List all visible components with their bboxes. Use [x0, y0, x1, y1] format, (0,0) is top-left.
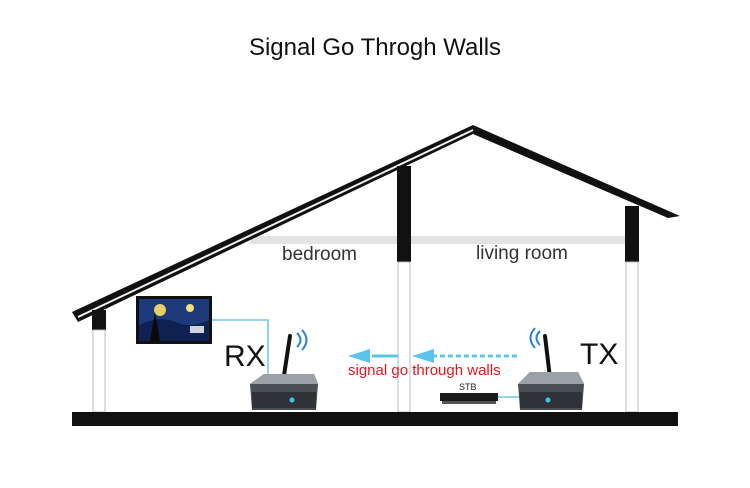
rx-device	[250, 334, 318, 410]
bedroom-label: bedroom	[282, 244, 357, 265]
rx-wave-1	[296, 332, 302, 348]
signal-arrow	[348, 349, 520, 363]
roof-highlight	[77, 129, 474, 318]
signal-caption: signal go through walls	[348, 362, 501, 379]
rx-label: RX	[224, 340, 266, 373]
tx-device	[518, 334, 584, 410]
left-wall-cap	[92, 310, 106, 330]
diagram-title: Signal Go Throgh Walls	[248, 34, 502, 61]
floor	[72, 412, 678, 426]
ceiling-beam	[250, 236, 630, 244]
rx-wave-2	[301, 329, 308, 351]
middle-wall	[397, 261, 411, 413]
tx-label: TX	[580, 338, 619, 371]
right-wall	[625, 261, 639, 413]
tx-wave-1	[535, 330, 541, 346]
stb-device	[440, 393, 498, 404]
tv-screen	[136, 296, 212, 344]
stb-label: STB	[459, 382, 477, 392]
tx-wave-2	[529, 327, 536, 349]
left-wall	[92, 329, 106, 413]
hdmi-cable	[212, 319, 269, 382]
middle-wall-cap	[397, 166, 411, 262]
right-wall-cap	[625, 206, 639, 262]
roof	[72, 125, 680, 322]
living-room-label: living room	[476, 243, 568, 264]
